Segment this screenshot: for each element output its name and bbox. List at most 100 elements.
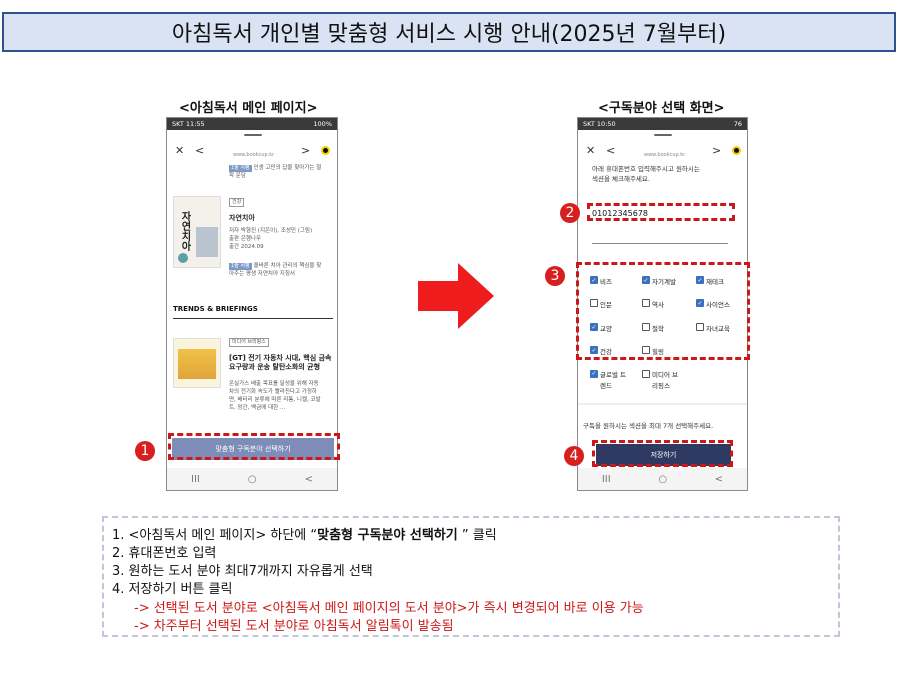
checkbox-biz[interactable]: ✓비즈 xyxy=(590,276,612,286)
back-nav-icon[interactable]: < xyxy=(304,473,313,485)
checkbox-finance[interactable]: ✓재테크 xyxy=(696,276,724,286)
step-3-text: 3. 원하는 도서 분야 최대7개까지 자유롭게 선택 xyxy=(112,564,373,579)
highlight-box-4 xyxy=(592,440,733,467)
custom-subscription-button[interactable]: 맞춤형 구독분야 선택하기 xyxy=(172,438,334,460)
checkbox-science[interactable]: ✓사이언스 xyxy=(696,299,730,309)
checkbox-label-line-2: 리핑스 xyxy=(652,382,670,391)
instruction-box xyxy=(102,516,840,637)
home-icon[interactable]: ○ xyxy=(247,473,257,485)
note-2-text: -> 차주부터 선택된 도서 분야로 아침독서 알림톡이 발송됨 xyxy=(134,619,454,634)
book-cover-1[interactable]: 자연치아 xyxy=(173,196,221,268)
sheet-handle[interactable] xyxy=(654,134,672,136)
app-logo-icon[interactable] xyxy=(732,146,741,155)
right-phone-screen: SKT 10:50 76 ✕ < www.bookcup.kr > 아래 휴대폰… xyxy=(577,117,748,491)
checkbox-box[interactable]: ✓ xyxy=(590,276,598,284)
checkbox-history[interactable]: 역사 xyxy=(642,299,664,309)
checkbox-healing[interactable]: 힐링 xyxy=(642,346,664,356)
divider xyxy=(578,403,747,405)
checkbox-label: 철학 xyxy=(652,325,664,333)
checkbox-label: 사이언스 xyxy=(706,301,730,309)
checkbox-box[interactable]: ✓ xyxy=(696,299,704,307)
checkbox-box[interactable] xyxy=(642,370,650,378)
checkbox-box[interactable] xyxy=(696,323,704,331)
book2-badge: 미디어 브리핑스 xyxy=(229,338,269,348)
checkbox-box[interactable] xyxy=(642,346,650,354)
section-divider xyxy=(173,318,333,319)
instruction-line-1: 아래 휴대폰번호 입력해주시고 원하시는 xyxy=(592,165,700,173)
sheet-handle[interactable] xyxy=(244,134,262,136)
url-text: www.bookcup.kr xyxy=(233,152,275,158)
step-1-text: 1. <아침독서 메인 페이지> 하단에 “맞춤형 구독분야 선택하기 ” 클릭 xyxy=(112,524,497,543)
close-icon[interactable]: ✕ xyxy=(586,144,596,157)
back-icon[interactable]: < xyxy=(606,144,616,157)
cover-chart xyxy=(178,349,216,379)
right-arrow-icon xyxy=(418,263,494,329)
back-icon[interactable]: < xyxy=(195,144,205,157)
forward-icon[interactable]: > xyxy=(712,144,722,157)
checkbox-box[interactable] xyxy=(642,299,650,307)
checkbox-box[interactable] xyxy=(642,323,650,331)
input-underline xyxy=(592,243,728,244)
app-logo-icon[interactable] xyxy=(321,146,330,155)
cover-badge-icon xyxy=(178,253,188,263)
back-nav-icon[interactable]: < xyxy=(714,473,724,485)
checkbox-label: 인문 xyxy=(600,301,612,309)
home-icon[interactable]: ○ xyxy=(658,473,668,485)
recent-apps-icon[interactable]: III xyxy=(601,473,611,485)
checkbox-parenting[interactable]: 자녀교육 xyxy=(696,323,730,333)
highlight-box-1 xyxy=(168,433,340,460)
checkbox-box[interactable]: ✓ xyxy=(590,369,598,378)
checkbox-humanities[interactable]: 인문 xyxy=(590,299,612,309)
book2-title[interactable]: [GT] 전기 자동차 시대, 핵심 금속 요구량과 운송 탈탄소화의 균형 xyxy=(229,354,331,373)
highlight-box-2 xyxy=(587,203,735,221)
checkbox-health[interactable]: ✓건강 xyxy=(590,346,612,356)
book2-desc-line-1: 온실가스 배출 목표를 달성을 위해 자동 xyxy=(229,381,319,387)
note-1-text: -> 선택된 도서 분야로 <아침독서 메인 페이지의 도서 분야>가 즉시 변… xyxy=(134,601,644,616)
book2-desc-line-2: 차의 전기화 속도가 빨라진다고 가정하 xyxy=(229,388,317,395)
status-bar: SKT 11:55 100% xyxy=(167,118,337,130)
checkbox-culture[interactable]: ✓교양 xyxy=(590,323,612,333)
checkbox-box[interactable]: ✓ xyxy=(696,276,704,284)
checkbox-label: 비즈 xyxy=(600,278,612,286)
book-cover-2[interactable] xyxy=(173,338,221,388)
forward-icon[interactable]: > xyxy=(301,144,311,157)
book2-desc-line-3: 면, 배터리 분류에 따른 리튬, 니켈, 코발 xyxy=(229,396,321,403)
checkbox-label-line-1: 글로벌 트 xyxy=(600,371,626,379)
checkbox-label: 재테크 xyxy=(706,278,724,286)
instruction-line-2: 섹션을 체크해주세요. xyxy=(592,175,650,184)
book-cover-1-title: 자연치아 xyxy=(179,211,190,251)
recent-apps-icon[interactable]: III xyxy=(191,473,200,485)
left-phone-screen: SKT 11:55 100% ✕ < www.bookcup.kr > 1줄 서… xyxy=(166,117,338,491)
book1-review-line-2: 아주는 평생 자연치아 지침서 xyxy=(229,270,295,277)
checkbox-box[interactable] xyxy=(590,299,598,307)
promo-line-1: 인생 고민의 답을 찾아가는 철 xyxy=(253,165,322,171)
page-title-text: 아침독서 개인별 맞춤형 서비스 시행 안내(2025년 7월부터) xyxy=(171,22,727,47)
right-caption: <구독분야 선택 화면> xyxy=(598,101,725,116)
checkbox-box[interactable]: ✓ xyxy=(642,276,650,284)
checkbox-label-line-2: 렌드 xyxy=(600,382,612,391)
battery-level: 76 xyxy=(733,120,742,128)
checkbox-box[interactable]: ✓ xyxy=(590,323,598,331)
checkbox-box[interactable]: ✓ xyxy=(590,346,598,354)
step-1-suffix: ” 클릭 xyxy=(457,528,497,543)
checkbox-label: 역사 xyxy=(652,301,664,309)
book2-desc-line-4: 트, 망간, 백금에 대한 ... xyxy=(229,404,286,411)
book1-title[interactable]: 자연치아 xyxy=(229,214,255,222)
checkbox-label-line-1: 미디어 브 xyxy=(652,371,678,379)
url-text: www.bookcup.kr xyxy=(644,152,686,158)
save-button[interactable]: 저장하기 xyxy=(596,444,731,466)
instruction-text: 아래 휴대폰번호 입력해주시고 원하시는 섹션을 체크해주세요. xyxy=(592,164,700,185)
close-icon[interactable]: ✕ xyxy=(175,144,185,157)
checkbox-self-development[interactable]: ✓자기계발 xyxy=(642,276,676,286)
step-marker-1: 1 xyxy=(135,441,155,461)
checkbox-philosophy[interactable]: 철학 xyxy=(642,323,664,333)
promo-line-2: 학 운담 xyxy=(229,172,246,179)
step-marker-2: 2 xyxy=(560,203,580,223)
phone-number-input[interactable]: 01012345678 xyxy=(592,209,648,218)
step-marker-4: 4 xyxy=(564,446,584,466)
book1-author: 저자 박형진 (지은이), 조성민 (그림) xyxy=(229,228,313,234)
